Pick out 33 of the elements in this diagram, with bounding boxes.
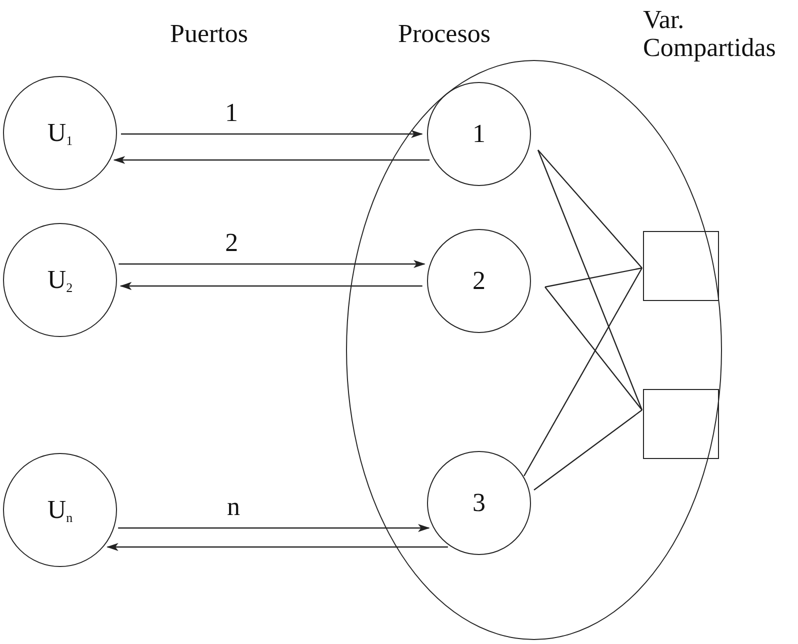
node-circle <box>427 82 531 186</box>
arrow <box>118 524 430 532</box>
connector-line <box>544 267 642 288</box>
edge-label: 1 <box>225 100 238 126</box>
node-label: U$_{1}$ <box>47 118 73 148</box>
node-label: U$_{2}$ <box>47 264 73 296</box>
edge-label: 2 <box>225 230 238 256</box>
node-circle <box>3 223 117 337</box>
arrow <box>106 543 448 551</box>
edge-label: n <box>227 494 240 520</box>
node-label: 2 <box>472 266 486 296</box>
node-circle <box>3 453 117 567</box>
arrow <box>118 260 426 268</box>
column-heading: Puertos <box>170 20 248 48</box>
node-label: 1 <box>472 119 486 149</box>
shared-variable-box <box>643 231 719 301</box>
arrow <box>113 156 430 164</box>
column-heading: Procesos <box>398 20 490 48</box>
arrow <box>121 130 423 138</box>
connector-line <box>538 150 642 268</box>
connector-line <box>537 150 643 410</box>
connector-line <box>544 286 642 410</box>
node-label: U$_{n}$ <box>47 494 73 526</box>
connector-line <box>523 268 643 476</box>
shared-variable-box <box>643 389 719 459</box>
arrow <box>120 282 422 290</box>
connector-line <box>534 410 642 490</box>
column-heading: Var. Compartidas <box>643 6 777 62</box>
node-circle <box>3 76 117 190</box>
process-group-ellipse <box>346 60 722 640</box>
node-label: 3 <box>472 488 486 518</box>
node-circle <box>427 229 531 333</box>
node-circle <box>427 451 531 555</box>
